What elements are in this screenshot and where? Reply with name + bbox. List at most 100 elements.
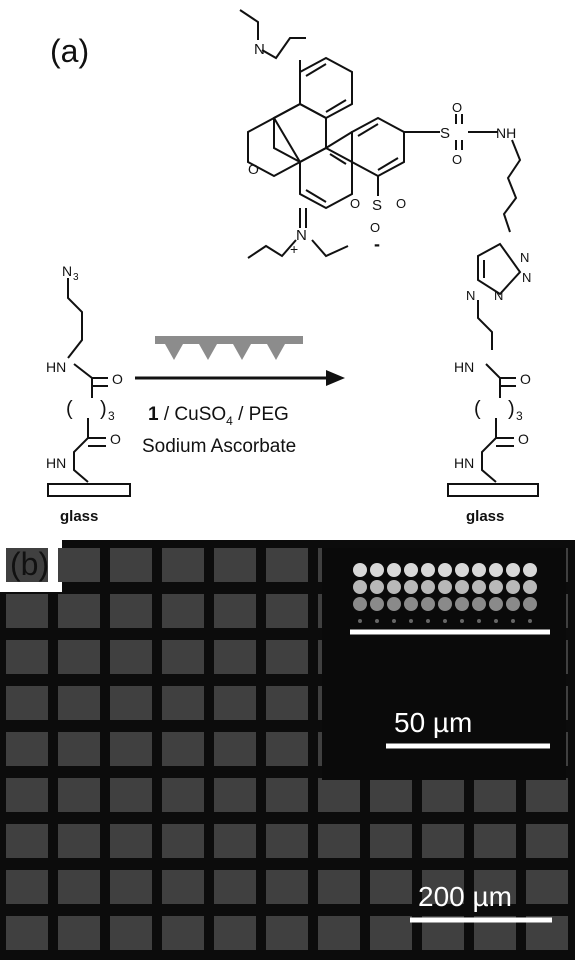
- reaction-scheme: (a) N 3 HN O ( ) 3 O HN glass: [46, 9, 539, 525]
- array-square: [370, 824, 412, 858]
- reagents-line-2: Sodium Ascorbate: [142, 436, 296, 457]
- array-dot: [353, 597, 367, 611]
- array-dot: [353, 563, 367, 577]
- array-square: [6, 916, 48, 950]
- array-dot: [387, 563, 401, 577]
- array-square: [110, 916, 152, 950]
- array-square: [266, 778, 308, 812]
- array-square: [422, 778, 464, 812]
- array-square: [6, 824, 48, 858]
- plus-charge: +: [290, 241, 298, 257]
- array-square: [266, 870, 308, 904]
- array-square: [6, 778, 48, 812]
- array-square: [58, 686, 100, 720]
- array-dot: [438, 563, 452, 577]
- array-dot: [387, 580, 401, 594]
- array-dot: [455, 597, 469, 611]
- array-dot: [353, 580, 367, 594]
- array-square: [6, 732, 48, 766]
- array-square: [214, 916, 256, 950]
- array-dot: [477, 619, 481, 623]
- array-square: [318, 824, 360, 858]
- dye-glass-structure: [239, 9, 539, 497]
- array-dot: [523, 597, 537, 611]
- sulfonyl-o1-label: O: [452, 100, 462, 115]
- chain-close-paren: ): [100, 398, 107, 420]
- panel-a-reaction-scheme: (a) N 3 HN O ( ) 3 O HN glass: [46, 9, 539, 525]
- array-square: [474, 824, 516, 858]
- glass-label-right: glass: [466, 508, 504, 525]
- array-dot: [421, 563, 435, 577]
- array-dot: [358, 619, 362, 623]
- array-square: [214, 640, 256, 674]
- array-square: [6, 870, 48, 904]
- array-square: [110, 870, 152, 904]
- triazole-n4-label: N: [466, 288, 475, 303]
- array-dot: [438, 580, 452, 594]
- stamp-icon: [155, 336, 303, 360]
- array-square: [58, 548, 100, 582]
- array-dot: [511, 619, 515, 623]
- panel-b-micrograph: 50 µm 200 µm (b): [0, 540, 575, 960]
- iminium-n-label: N: [296, 227, 307, 244]
- array-square: [318, 916, 360, 950]
- array-square: [214, 870, 256, 904]
- inset-scale-label: 50 µm: [394, 707, 472, 738]
- sulfonyl-s-label: S: [440, 125, 450, 142]
- array-square: [214, 824, 256, 858]
- array-square: [474, 778, 516, 812]
- array-square: [214, 548, 256, 582]
- array-square: [526, 824, 568, 858]
- sulfonate-o2-label: O: [396, 196, 406, 211]
- array-dot: [472, 597, 486, 611]
- array-square: [110, 686, 152, 720]
- array-square: [370, 916, 412, 950]
- reaction-arrow: [135, 370, 345, 386]
- array-square: [162, 870, 204, 904]
- array-square: [474, 870, 516, 904]
- array-square: [214, 778, 256, 812]
- chain-close-paren-right: ): [508, 398, 515, 420]
- array-square: [266, 732, 308, 766]
- array-dot: [523, 580, 537, 594]
- array-dot: [370, 563, 384, 577]
- array-square: [58, 732, 100, 766]
- triazole-n1-label: N: [520, 250, 529, 265]
- array-dot: [455, 563, 469, 577]
- array-dot: [528, 619, 532, 623]
- array-dot: [392, 619, 396, 623]
- array-dot: [370, 597, 384, 611]
- array-dot: [489, 580, 503, 594]
- panel-b-label: (b): [10, 546, 50, 582]
- array-square: [162, 548, 204, 582]
- array-dot: [370, 580, 384, 594]
- panel-a-label: (a): [50, 33, 89, 69]
- array-square: [162, 732, 204, 766]
- array-dot: [494, 619, 498, 623]
- array-square: [6, 594, 48, 628]
- azide-subscript: 3: [73, 272, 79, 283]
- array-square: [422, 870, 464, 904]
- array-square: [370, 870, 412, 904]
- array-square: [58, 916, 100, 950]
- array-square: [162, 686, 204, 720]
- array-dot: [506, 597, 520, 611]
- array-square: [162, 916, 204, 950]
- array-square: [526, 778, 568, 812]
- carbonyl-o2-right-label: O: [518, 431, 529, 447]
- array-dot: [523, 563, 537, 577]
- array-square: [110, 732, 152, 766]
- array-dot: [472, 580, 486, 594]
- array-square: [318, 778, 360, 812]
- array-dot: [404, 580, 418, 594]
- sulfonate-o3-label: O: [370, 220, 380, 235]
- sulfonate-s-label: S: [372, 197, 382, 214]
- azide-label: N: [62, 263, 72, 279]
- array-square: [266, 640, 308, 674]
- triazole-n3-label: N: [494, 288, 503, 303]
- array-square: [318, 870, 360, 904]
- sulfonate-o1-label: O: [350, 196, 360, 211]
- array-dot: [443, 619, 447, 623]
- array-dot: [489, 597, 503, 611]
- main-scale-label: 200 µm: [418, 881, 512, 912]
